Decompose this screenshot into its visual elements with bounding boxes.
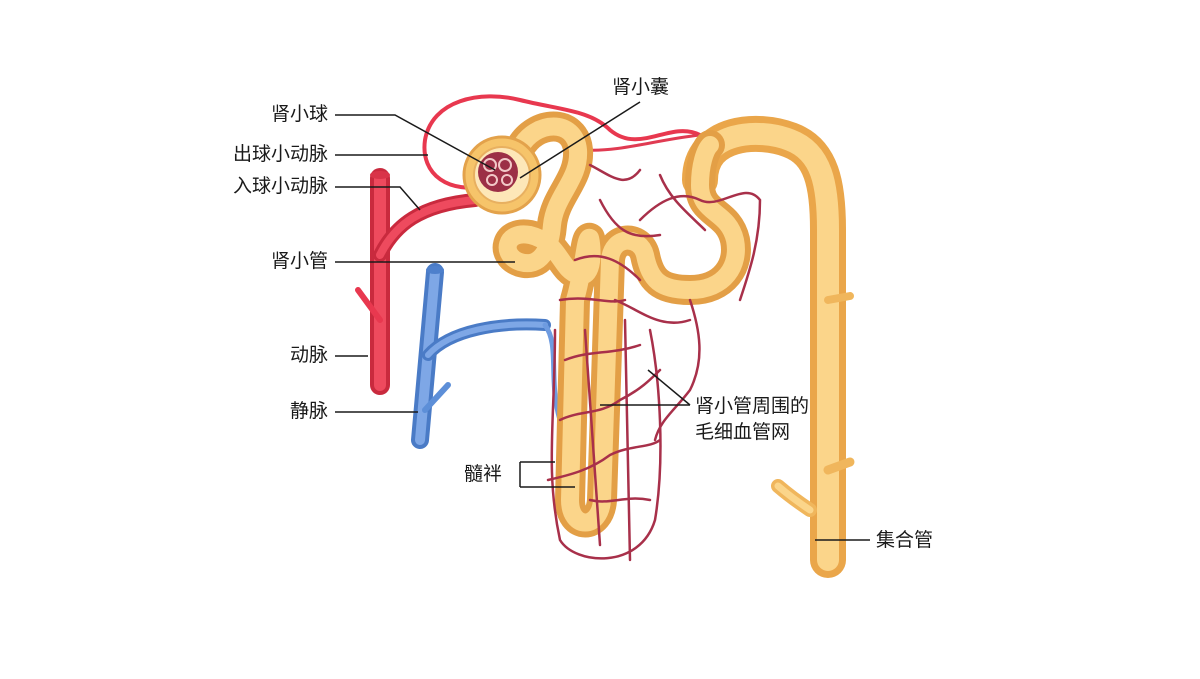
collecting-duct <box>682 115 855 578</box>
label-artery: 动脉 <box>289 344 328 366</box>
label-glomerulus: 肾小球 <box>270 103 328 125</box>
label-collecting-duct: 集合管 <box>876 529 934 551</box>
label-afferent-arteriole: 入球小动脉 <box>232 175 328 197</box>
leader-capsule <box>519 101 641 179</box>
renal-tubule <box>492 111 751 538</box>
leader-afferent <box>335 186 421 211</box>
leader-glomerulus <box>335 114 496 171</box>
vein-vessel <box>411 263 563 449</box>
label-capillary-network: 肾小管周围的 毛细血管网 <box>695 394 809 445</box>
label-capillary-line1: 肾小管周围的 <box>695 395 810 417</box>
leader-loop <box>519 461 575 488</box>
label-vein: 静脉 <box>289 400 328 422</box>
label-loop-of-henle: 髓袢 <box>464 463 503 485</box>
label-bowman-capsule: 肾小囊 <box>612 76 670 98</box>
leader-lines <box>335 101 870 541</box>
peritubular-capillaries <box>546 163 762 562</box>
label-efferent-arteriole: 出球小动脉 <box>232 143 328 165</box>
label-capillary-line2: 毛细血管网 <box>695 420 791 443</box>
efferent-arteriole <box>422 94 701 190</box>
label-renal-tubule: 肾小管 <box>270 250 328 272</box>
artery-vessel <box>355 168 482 395</box>
glomerulus <box>478 152 518 192</box>
leader-capillary-1 <box>647 369 691 406</box>
